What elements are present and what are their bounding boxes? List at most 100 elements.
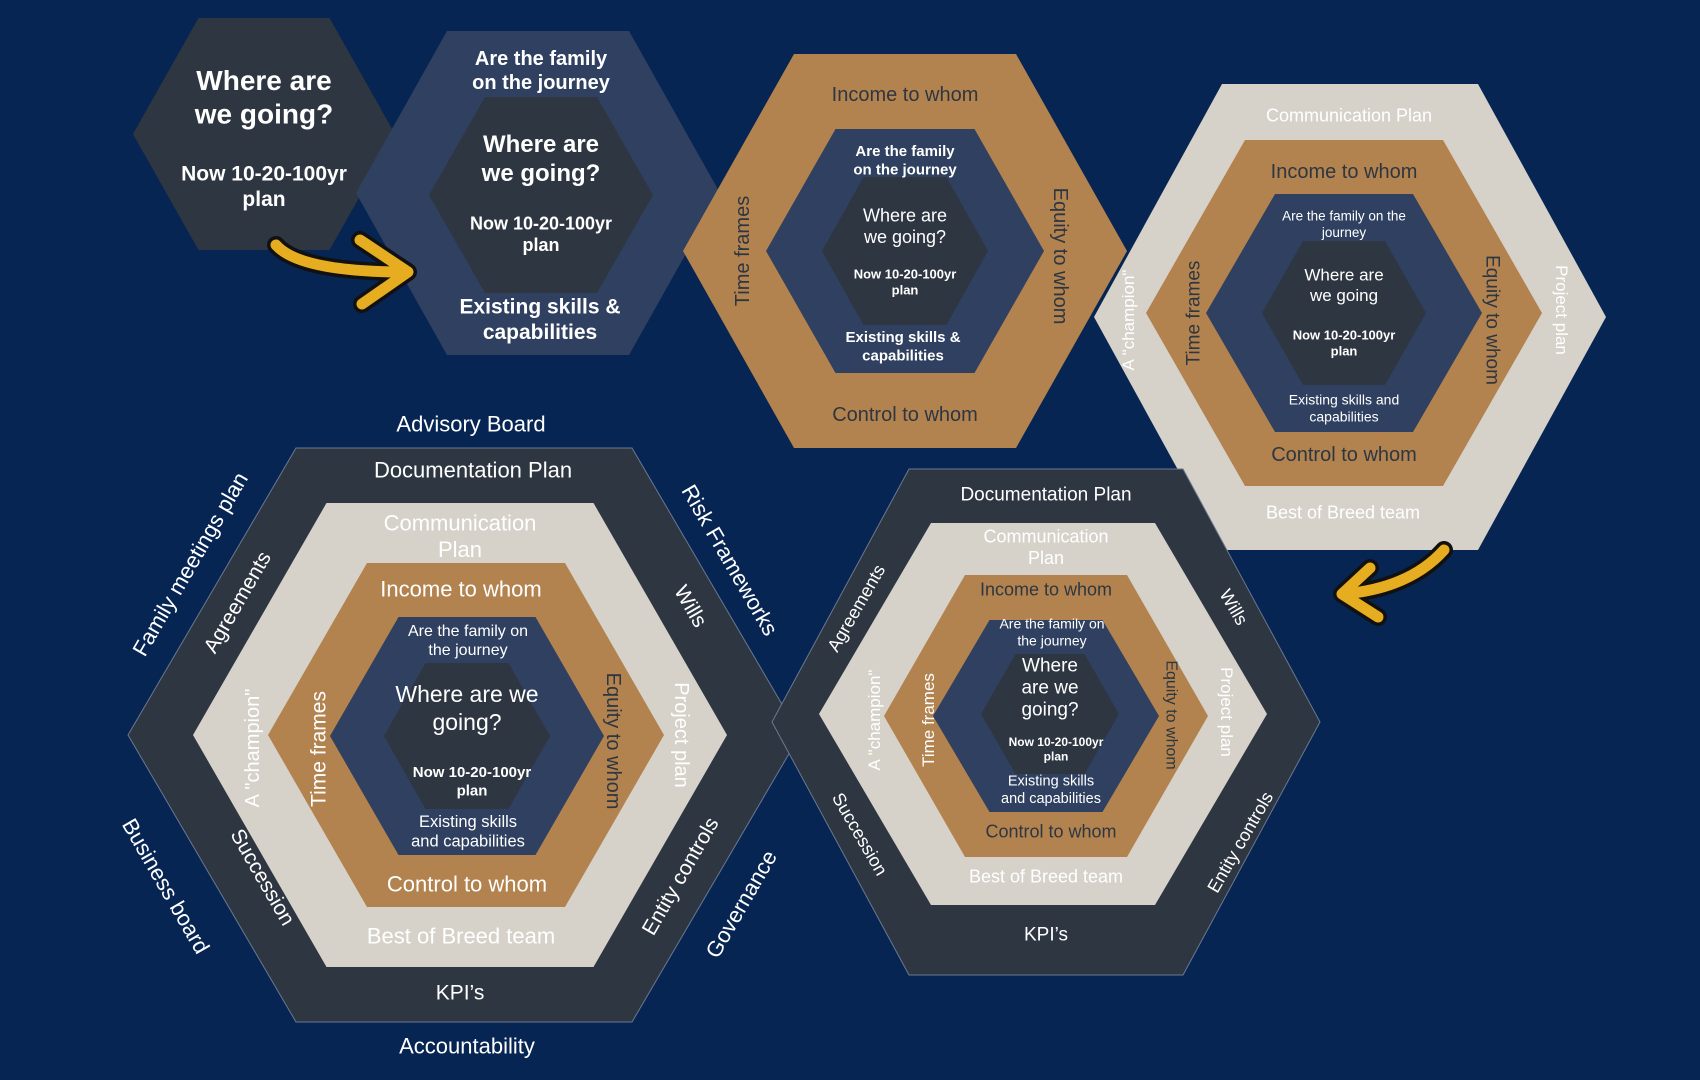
hex6-project-plan: Project plan (1217, 667, 1236, 757)
hex5-accountability-text: Accountability (399, 1034, 535, 1059)
hex3-core (822, 177, 988, 325)
hex3-skills-text: Existing skills &capabilities (845, 329, 960, 364)
hex5-project-plan-text: Project plan (670, 682, 692, 788)
hex6-best-breed: Best of Breed team (969, 866, 1123, 886)
hex6-documentation: Documentation Plan (960, 485, 1131, 506)
hex5-time-frames-text: Time frames (307, 691, 330, 807)
hex5-kpis-text: KPI’s (436, 981, 485, 1004)
hex4-income: Income to whom (1271, 161, 1418, 183)
hex5-control: Control to whom (387, 872, 547, 897)
hex6-equity-text: Equity to whom (1162, 660, 1179, 769)
hex3-time-frames-text: Time frames (732, 196, 754, 306)
hex4-control: Control to whom (1271, 444, 1417, 466)
hex3-equity-text: Equity to whom (1049, 188, 1071, 325)
hex2-core (429, 97, 653, 293)
hex6-project-plan-text: Project plan (1217, 667, 1236, 757)
hex4-project-plan-text: Project plan (1552, 265, 1571, 355)
hex5-best-breed: Best of Breed team (367, 924, 555, 949)
hex2-skills-text: Existing skills &capabilities (459, 296, 620, 344)
hex4-communication: Communication Plan (1266, 105, 1432, 125)
hex3-control: Control to whom (832, 404, 978, 426)
hex6-core (981, 654, 1119, 774)
hex4-income-text: Income to whom (1271, 161, 1418, 183)
hex5-core (384, 663, 550, 809)
curved-arrow-left-icon (1333, 541, 1453, 626)
hex5-champion-text: A "champion" (242, 689, 264, 808)
hex4-control-text: Control to whom (1271, 444, 1417, 466)
hex4-best-breed-text: Best of Breed team (1266, 502, 1420, 522)
hex4-champion-text: A "champion" (1119, 270, 1138, 371)
hex5-project-plan: Project plan (670, 682, 692, 788)
hex4-equity: Equity to whom (1481, 255, 1502, 385)
hex6-control-text: Control to whom (985, 821, 1116, 841)
hex3-income-text: Income to whom (832, 84, 979, 106)
hex4-equity-text: Equity to whom (1481, 255, 1502, 385)
hex6-time-frames-text: Time frames (919, 673, 938, 767)
hex5-equity-text: Equity to whom (602, 673, 624, 810)
curved-arrow-right-icon (267, 231, 417, 313)
hex5-best-breed-text: Best of Breed team (367, 924, 555, 949)
hex6-kpis: KPI’s (1024, 925, 1068, 946)
hex6-control: Control to whom (985, 821, 1116, 841)
hex4-champion: A "champion" (1119, 270, 1138, 371)
hex4-core (1262, 241, 1426, 385)
hex5-income-text: Income to whom (380, 577, 541, 602)
hex4-communication-text: Communication Plan (1266, 105, 1432, 125)
hex6-champion-text: A "champion" (865, 670, 884, 771)
hex5-equity: Equity to whom (602, 673, 624, 810)
hex3-time-frames: Time frames (732, 196, 754, 306)
hex6-income-text: Income to whom (980, 579, 1112, 599)
hex6-time-frames: Time frames (919, 673, 938, 767)
hex6-documentation-text: Documentation Plan (960, 485, 1131, 506)
hex5-kpis: KPI’s (436, 981, 485, 1004)
hex4-project-plan: Project plan (1552, 265, 1571, 355)
hex3-income: Income to whom (832, 84, 979, 106)
hex6-income: Income to whom (980, 579, 1112, 599)
hex4-time-frames: Time frames (1184, 261, 1205, 366)
hex6-best-breed-text: Best of Breed team (969, 866, 1123, 886)
hex5-documentation: Documentation Plan (374, 458, 572, 483)
hex3-skills: Existing skills &capabilities (845, 329, 960, 364)
hex5-control-text: Control to whom (387, 872, 547, 897)
hex6-equity: Equity to whom (1162, 660, 1179, 769)
hex4-best-breed: Best of Breed team (1266, 502, 1420, 522)
hex5-time-frames: Time frames (307, 691, 330, 807)
hex1-core (133, 18, 395, 250)
